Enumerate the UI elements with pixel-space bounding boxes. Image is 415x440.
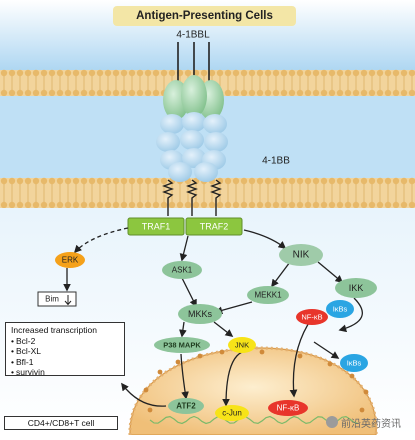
erk-label: ERK [62,256,79,265]
mkks-node: MKKs [178,304,222,324]
transcription-item: Bcl-2 [11,336,119,347]
p38-label: P38 MAPK [163,341,201,350]
receptor-transmembrane [162,179,222,216]
ikbs-free-label: IκBs [347,359,362,368]
transcription-title: Increased transcription [11,325,97,335]
apc-title: Antigen-Presenting Cells [113,6,296,26]
mekk1-node: MEKK1 [247,286,289,304]
ikbs-label: IκBs [333,305,348,314]
jnk-node: JNK [228,337,256,353]
arrows [63,227,363,407]
tcell-membrane [0,177,415,209]
transcription-box: Increased transcription Bcl-2 Bcl-XL Bfl… [5,322,125,378]
wechat-logo-icon [326,416,338,428]
ikbs-free-node: IκBs [340,354,368,372]
nfkb-nuclear-node: NF-κB [268,400,308,416]
nfkb-label: NF-κB [301,313,322,322]
cjun-node: c-Jun [215,405,249,421]
receptor-label: 4-1BB [262,156,290,167]
transcription-item: Bcl-XL [11,346,119,357]
4-1bb-receptor [156,112,228,182]
traf1-box: TRAF1 [127,217,185,236]
transcription-item: survivin [11,367,119,378]
atf2-node: ATF2 [168,398,204,414]
watermark: 前沿英药资讯 [326,414,412,430]
cjun-label: c-Jun [222,409,242,418]
ligand-label: 4-1BBL [176,30,210,41]
dna-strand [149,415,359,425]
mekk1-label: MEKK1 [254,291,282,300]
nfkb-ikbs-complex: NF-κB IκBs [296,300,354,325]
traf2-label: TRAF2 [200,222,229,232]
erk-node: ERK [55,252,85,268]
cell-type-label: CD4+/CD8+T cell [4,416,118,430]
bim-label: Bim [45,295,59,304]
4-1bbl-trimer [163,75,224,120]
ikk-node: IKK [335,278,377,298]
ask1-label: ASK1 [172,266,193,275]
nik-node: NIK [279,244,323,266]
traf2-box: TRAF2 [185,217,243,236]
ask1-node: ASK1 [162,261,202,279]
transcription-item: Bfl-1 [11,357,119,368]
p38-node: P38 MAPK [154,337,210,353]
jnk-label: JNK [235,341,249,350]
nfkb-nuclear-label: NF-κB [277,404,300,413]
atf2-label: ATF2 [176,402,196,411]
watermark-text: 前沿英药资讯 [341,418,401,430]
ikk-label: IKK [349,283,364,293]
bim-node: Bim [37,291,77,307]
nik-label: NIK [293,250,310,261]
mkks-label: MKKs [188,309,213,319]
traf1-label: TRAF1 [142,222,171,232]
